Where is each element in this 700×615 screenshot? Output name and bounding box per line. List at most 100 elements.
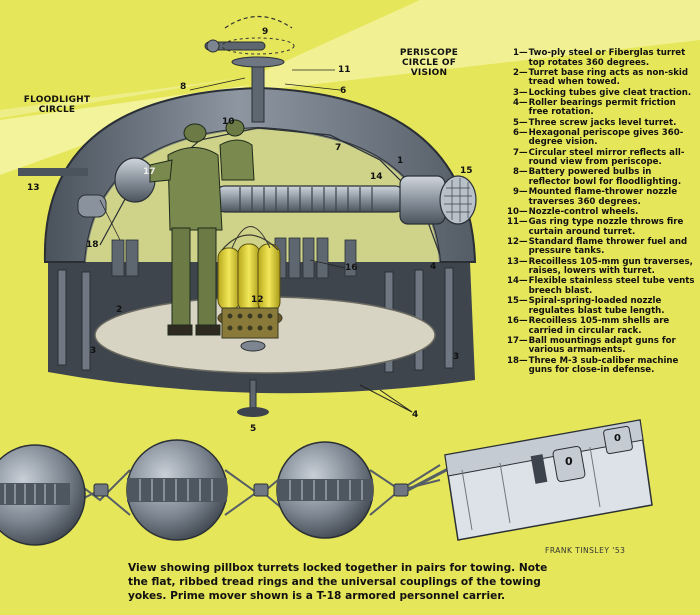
legend-text: Flexible stainless steel tube vents bree… [528, 276, 695, 296]
legend-number: 9 [513, 187, 519, 198]
legend-text: Locking tubes give cleat traction. [528, 87, 692, 98]
legend-text: Recoilless 105-mm gun traverses, raises,… [528, 256, 693, 277]
legend-number: 11 [507, 217, 519, 228]
legend-number: 5 [513, 117, 519, 128]
legend-dash: — [519, 187, 528, 198]
legend-item: 15—Spiral-spring-loaded nozzle regulates… [503, 296, 695, 316]
callout-17: 17 [143, 167, 156, 177]
prime-mover-vehicle [444, 419, 653, 541]
legend-dash: — [519, 127, 528, 138]
legend-number: 8 [513, 167, 519, 178]
legend-dash: — [519, 276, 528, 287]
legend-dash: — [519, 315, 528, 326]
gun-breech [114, 157, 156, 203]
periscope-column [251, 61, 265, 123]
towing-train [0, 419, 653, 546]
periscope-circle-label: PERISCOPE CIRCLE OF VISION [399, 48, 459, 78]
legend-item: 10—Nozzle-control wheels. [503, 206, 695, 218]
towed-turret-2 [126, 439, 228, 541]
legend-text: Recoilless 105-mm shells are carried in … [528, 315, 670, 336]
flexible-blast-tube [214, 185, 406, 213]
artist-signature: FRANK TINSLEY '53 [545, 546, 626, 555]
soldier-gunner [149, 123, 223, 336]
towed-turret-3 [276, 441, 374, 539]
legend-text: Nozzle-control wheels. [528, 206, 639, 217]
legend-text: Mounted flame-thrower nozzle traverses 3… [528, 187, 678, 207]
figure-caption: View showing pillbox turrets locked toge… [128, 562, 548, 602]
legend-number: 15 [507, 296, 519, 307]
callout-2: 2 [116, 305, 123, 315]
callout-7: 7 [335, 143, 342, 153]
legend-number: 10 [507, 206, 519, 217]
legend-dash: — [519, 67, 528, 78]
callout-15: 15 [460, 166, 473, 176]
legend-number: 4 [513, 97, 519, 108]
legend-item: 4—Roller bearings permit friction free r… [503, 97, 695, 118]
tank-base-grille [221, 307, 279, 339]
legend-item: 16—Recoilless 105-mm shells are carried … [503, 315, 695, 336]
legend-text: Circular steel mirror reflects all-round… [528, 147, 685, 168]
callout-6: 6 [340, 86, 347, 96]
legend-text: Roller bearings permit friction free rot… [528, 97, 676, 118]
soldier-operator [219, 119, 255, 181]
legend-item: 1—Two-ply steel or Fiberglas turret top … [503, 48, 695, 68]
callout-11: 11 [338, 65, 351, 75]
legend-item: 13—Recoilless 105-mm gun traverses, rais… [503, 256, 695, 277]
legend-text: Two-ply steel or Fiberglas turret top ro… [528, 48, 686, 68]
spring-nozzle [439, 175, 477, 225]
jack-pad [237, 407, 269, 417]
traverse-ring [221, 37, 295, 55]
legend-dash: — [519, 236, 528, 247]
legend-item: 7—Circular steel mirror reflects all-rou… [503, 147, 695, 168]
legend-text: Turret base ring acts as non-skid tread … [528, 67, 689, 88]
legend-number: 6 [513, 127, 519, 138]
legend-text: Three screw jacks level turret. [528, 117, 677, 128]
callout-12: 12 [251, 295, 264, 305]
legend-dash: — [519, 355, 528, 366]
legend-item: 18—Three M-3 sub-caliber machine guns fo… [503, 355, 695, 376]
callout-3: 3 [453, 352, 460, 362]
legend-dash: — [519, 256, 528, 267]
tank-cage [221, 234, 279, 251]
callout-4b: 4 [412, 410, 419, 420]
callout-1: 1 [397, 156, 404, 166]
legend-number: 2 [513, 67, 519, 78]
legend-dash: — [519, 87, 528, 98]
legend-dash: — [519, 296, 528, 307]
legend-item: 2—Turret base ring acts as non-skid trea… [503, 67, 695, 88]
periscope-vision-cone [255, 0, 700, 90]
legend-dash: — [519, 167, 528, 178]
legend-dash: — [519, 97, 528, 108]
callout-8: 8 [180, 82, 187, 92]
legend-dash: — [519, 117, 528, 128]
callout-9: 9 [262, 27, 269, 37]
traverse-arrow [224, 16, 293, 29]
gas-ring-nozzle [231, 56, 285, 68]
callout-13: 13 [27, 183, 40, 193]
legend-text: Battery powered bulbs in reflector bowl … [528, 167, 682, 187]
legend-number: 1 [513, 48, 519, 58]
fuel-tanks [217, 243, 281, 313]
callout-3b: 3 [90, 346, 97, 356]
parts-legend: 1—Two-ply steel or Fiberglas turret top … [503, 48, 695, 376]
flame-thrower-nozzle [204, 41, 266, 51]
tank-cage-2 [231, 226, 271, 249]
towed-turret-1 [0, 444, 86, 546]
jack-collar [240, 340, 266, 352]
callout-4a: 4 [430, 262, 437, 272]
callout-14: 14 [370, 172, 383, 182]
legend-number: 12 [507, 236, 519, 247]
callout-16: 16 [345, 263, 358, 273]
legend-item: 14—Flexible stainless steel tube vents b… [503, 277, 695, 296]
legend-text: Hexagonal periscope gives 360-degree vis… [528, 127, 684, 148]
legend-item: 3—Locking tubes give cleat traction. [503, 87, 695, 99]
vehicle-hatch-badge-front: 0 [614, 433, 621, 444]
legend-item: 8—Battery powered bulbs in reflector bow… [503, 167, 695, 187]
legend-dash: — [519, 206, 528, 217]
legend-item: 12—Standard flame thrower fuel and press… [503, 236, 695, 257]
gun-muzzle [399, 175, 446, 225]
callout-5: 5 [250, 424, 257, 434]
legend-item: 9—Mounted flame-thrower nozzle traverses… [503, 187, 695, 207]
nozzle-grid [444, 178, 472, 222]
legend-text: Standard flame thrower fuel and pressure… [528, 236, 688, 257]
